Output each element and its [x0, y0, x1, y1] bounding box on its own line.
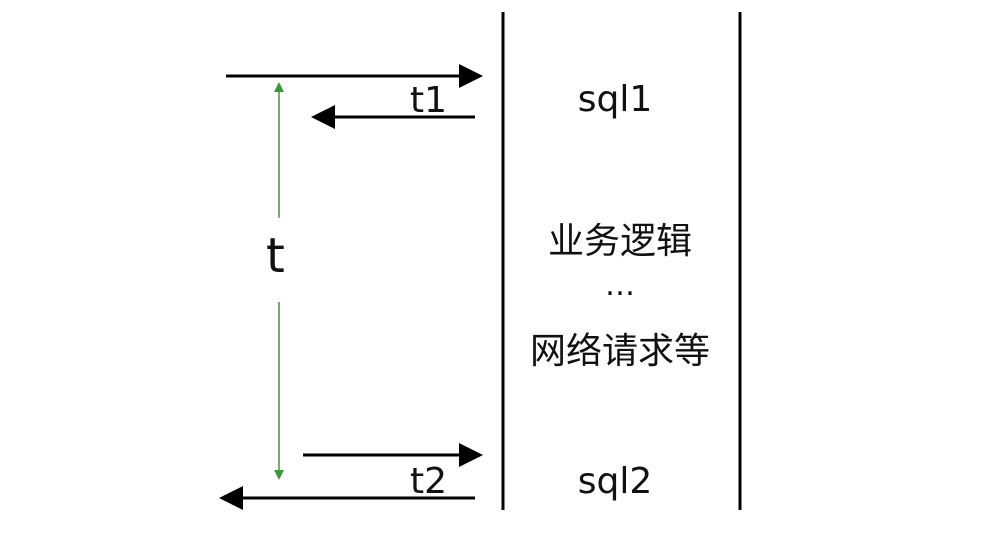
ellipsis-label: …	[605, 268, 635, 303]
t2-label: t2	[410, 461, 448, 502]
sql2-label: sql2	[577, 461, 653, 502]
t1-label: t1	[410, 80, 448, 121]
t-label: t	[266, 228, 285, 284]
interval-t-arrow	[274, 82, 284, 480]
sql1-label: sql1	[577, 79, 653, 120]
network-requests-label: 网络请求等	[529, 331, 710, 372]
business-logic-label: 业务逻辑	[547, 221, 692, 262]
